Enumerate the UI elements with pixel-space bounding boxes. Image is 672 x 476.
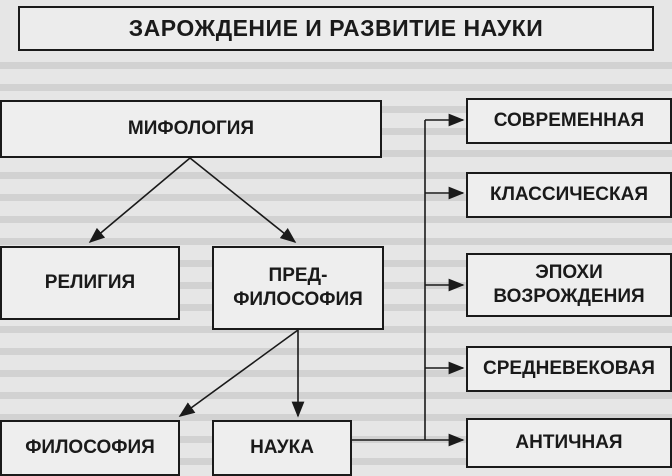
node-renaissance-label: ЭПОХИ ВОЗРОЖДЕНИЯ: [493, 262, 645, 307]
arrow-mythology-religion: [88, 157, 191, 244]
node-philosophy: ФИЛОСОФИЯ: [0, 420, 180, 476]
node-ancient-label: АНТИЧНАЯ: [515, 432, 623, 454]
node-medieval: СРЕДНЕВЕКОВАЯ: [466, 346, 672, 392]
node-classical-label: КЛАССИЧЕСКАЯ: [490, 184, 648, 206]
node-philosophy-label: ФИЛОСОФИЯ: [25, 437, 155, 459]
node-classical: КЛАССИЧЕСКАЯ: [466, 172, 672, 218]
node-religion: РЕЛИГИЯ: [0, 246, 180, 320]
node-renaissance: ЭПОХИ ВОЗРОЖДЕНИЯ: [466, 253, 672, 317]
node-ancient: АНТИЧНАЯ: [466, 418, 672, 468]
node-religion-label: РЕЛИГИЯ: [44, 272, 136, 294]
node-modern-label: СОВРЕМЕННАЯ: [493, 110, 645, 132]
node-science: НАУКА: [212, 420, 352, 476]
arrow-prephilosophy-philosophy: [178, 329, 299, 417]
diagram-title: ЗАРОЖДЕНИЕ И РАЗВИТИЕ НАУКИ: [18, 6, 654, 51]
node-medieval-label: СРЕДНЕВЕКОВАЯ: [483, 358, 655, 380]
arrow-mythology-prephilosophy: [189, 157, 297, 243]
node-science-label: НАУКА: [250, 437, 314, 459]
node-mythology-label: МИФОЛОГИЯ: [127, 118, 255, 140]
node-mythology: МИФОЛОГИЯ: [0, 100, 382, 158]
node-modern: СОВРЕМЕННАЯ: [466, 98, 672, 144]
node-prephilosophy-label: ПРЕД- ФИЛОСОФИЯ: [233, 265, 363, 310]
node-prephilosophy: ПРЕД- ФИЛОСОФИЯ: [212, 246, 384, 330]
